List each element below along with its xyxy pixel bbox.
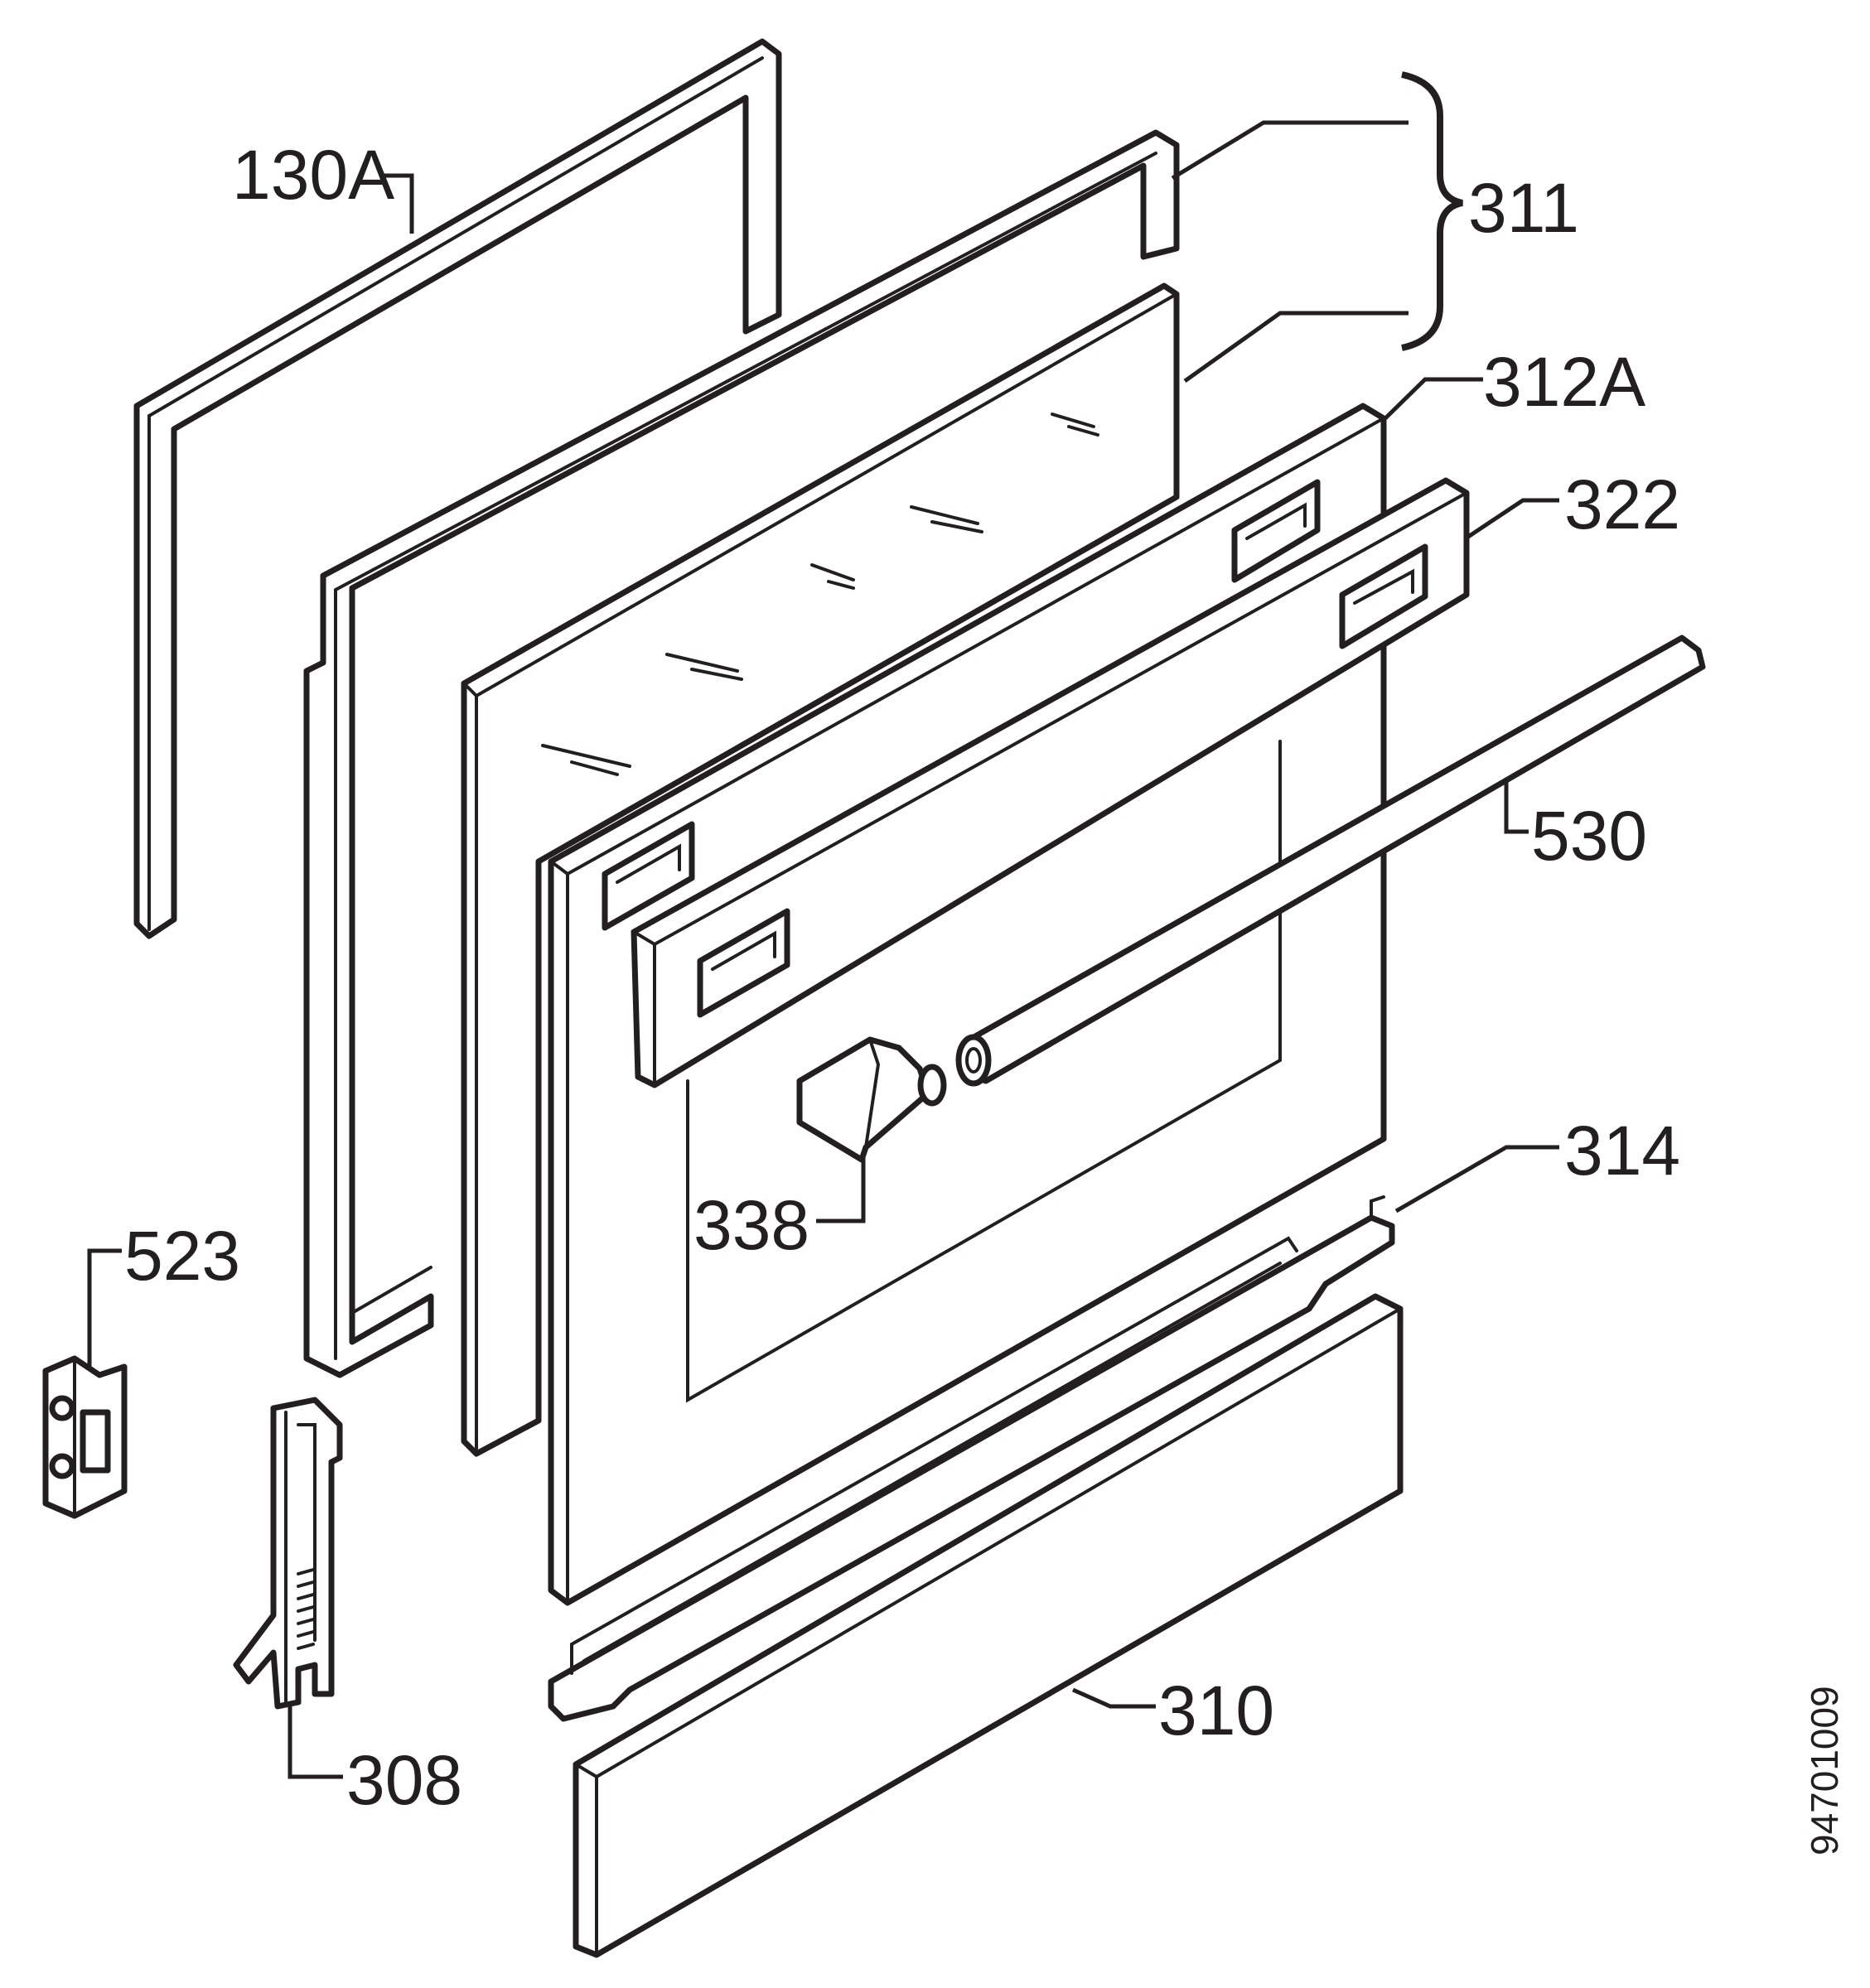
label-530: 530 xyxy=(1531,797,1647,875)
label-312a: 312A xyxy=(1483,343,1645,421)
leader-314 xyxy=(1394,1145,1559,1214)
strip-slot-left xyxy=(697,908,790,1018)
leader-lines xyxy=(87,71,1559,1779)
leader-338 xyxy=(816,1156,866,1223)
part-kick-panel xyxy=(573,1293,1404,1958)
part-bottom-trim-rail xyxy=(548,1195,1395,1722)
part-hinge-bracket xyxy=(233,1397,343,1710)
leader-322 xyxy=(1467,498,1559,539)
label-338: 338 xyxy=(693,1186,809,1264)
leader-311-top xyxy=(1171,120,1409,181)
document-number: 94701009 xyxy=(1803,1686,1846,1855)
label-322: 322 xyxy=(1564,466,1680,543)
leader-130a xyxy=(381,173,414,234)
label-314: 314 xyxy=(1564,1112,1680,1189)
leader-523 xyxy=(87,1248,122,1367)
leader-308 xyxy=(288,1702,343,1779)
leader-530 xyxy=(1504,782,1529,834)
brace-311 xyxy=(1401,71,1463,351)
part-hinge-plate xyxy=(42,1355,128,1519)
part-handle-rod xyxy=(955,635,1706,1087)
label-308: 308 xyxy=(346,1741,462,1819)
part-inner-frame xyxy=(303,129,1180,1378)
panel-slot-right xyxy=(1231,479,1321,583)
leader-311-bottom xyxy=(1183,311,1409,384)
label-311: 311 xyxy=(1468,169,1579,247)
part-door-seal xyxy=(133,38,782,939)
strip-slot-right xyxy=(1339,543,1428,649)
hinge-spring xyxy=(297,1568,315,1650)
glass-reflection-marks xyxy=(541,413,1099,776)
label-130a: 130A xyxy=(232,136,394,214)
part-control-panel-strip xyxy=(631,477,1470,1088)
part-handle-end-cap xyxy=(796,1036,947,1163)
label-310: 310 xyxy=(1158,1672,1274,1749)
leader-312a xyxy=(1384,377,1483,420)
leader-310 xyxy=(1071,1687,1156,1709)
panel-slot-left xyxy=(602,821,695,931)
part-glass-pane xyxy=(461,282,1180,1457)
label-523: 523 xyxy=(124,1217,240,1295)
